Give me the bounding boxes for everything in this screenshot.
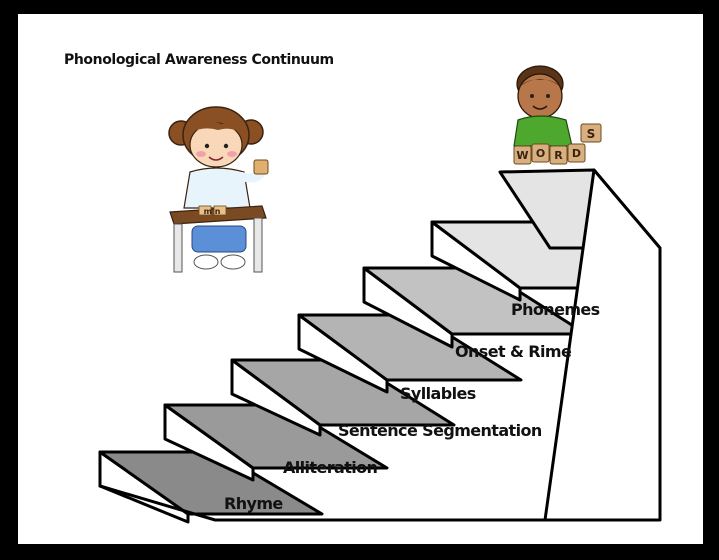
step-label-2: Alliteration xyxy=(283,458,378,477)
step-tread-1 xyxy=(98,450,324,516)
step-label-6: Phonemes xyxy=(511,300,600,319)
word-tile-letter-2: O xyxy=(536,147,545,160)
boy-held-tile: S xyxy=(587,127,596,141)
diagram-title: Phonological Awareness Continuum xyxy=(64,52,334,68)
word-tile-letter-3: R xyxy=(554,149,563,162)
word-tile-3 xyxy=(549,145,568,165)
word-tile-2 xyxy=(531,143,550,163)
girl-at-desk-illustration: m n xyxy=(168,106,269,273)
word-tile-letter-1: W xyxy=(516,149,528,162)
step-tread-2 xyxy=(163,403,389,470)
step-tread-3 xyxy=(230,358,456,427)
staircase-side-face xyxy=(543,168,662,522)
step-label-1: Rhyme xyxy=(224,494,283,513)
steps-group xyxy=(98,168,662,524)
word-tile-4 xyxy=(567,143,586,163)
word-tile-letter-4: D xyxy=(572,147,581,160)
step-label-5: Onset & Rime xyxy=(455,342,572,361)
step-label-3: Sentence Segmentation xyxy=(338,421,542,440)
step-label-4: Syllables xyxy=(400,384,476,403)
girl-desk-tiles: m n xyxy=(204,207,221,216)
staircase-base-outline xyxy=(98,452,660,522)
step-tread-4 xyxy=(297,313,523,382)
word-tile-1 xyxy=(513,145,532,165)
staircase-side xyxy=(543,168,662,522)
